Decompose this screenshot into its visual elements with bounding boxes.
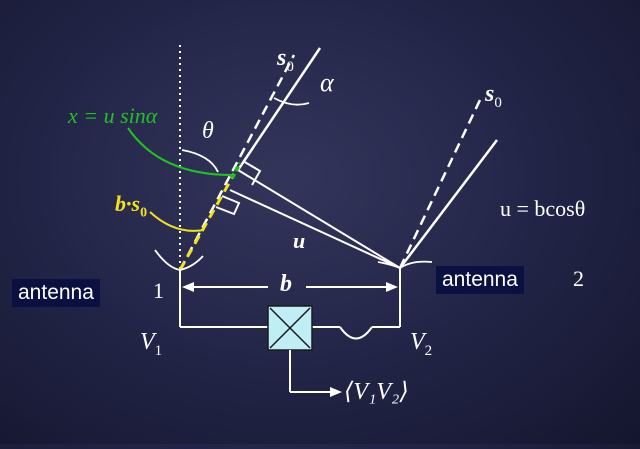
u-equation-label: u = bcosθ <box>500 196 586 221</box>
v1-label: V1 <box>140 329 163 359</box>
output-arrow <box>330 387 342 397</box>
b-dot-s0-segment <box>178 177 234 271</box>
antenna2-angle-arc <box>399 260 433 269</box>
v2-label: V2 <box>410 329 433 359</box>
s0-dashed-line-left <box>178 54 296 271</box>
antenna2-label-box: antenna <box>436 266 524 295</box>
x-segment <box>230 162 242 179</box>
antenna2-number: 2 <box>573 266 584 291</box>
baseline-b-label: b <box>280 271 292 297</box>
u-line-lower <box>229 189 401 269</box>
u-line-upper <box>237 169 401 269</box>
b-dot-s0-pointer <box>149 211 205 232</box>
antenna1-angle-arc-left <box>154 249 181 271</box>
right-angle-marker-upper <box>242 160 262 186</box>
u-label: u <box>293 228 306 253</box>
antenna2-angle-arc-left <box>377 261 401 269</box>
x-label-pointer <box>127 127 233 176</box>
theta-angle-arc <box>181 149 219 173</box>
correlator-output-label: ⟨V₁V₂⟩ <box>344 379 409 405</box>
s0-dashed-line-right <box>398 99 482 269</box>
antenna1-number: 1 <box>153 278 164 303</box>
baseline-arrow-right <box>386 282 398 292</box>
correlator-cross-b <box>269 307 311 349</box>
baseline-arrow-left <box>182 282 194 292</box>
antenna1-label-box: antenna <box>12 279 100 308</box>
right-angle-marker-lower <box>215 195 241 216</box>
ray-line-left <box>236 47 322 171</box>
x-equation-label: x = u sinα <box>68 103 158 128</box>
ray-line-right <box>399 139 498 269</box>
s0-label-right: s0 <box>485 81 502 111</box>
s0-label-left: s0 <box>277 45 294 75</box>
b-dot-s0-label: b·s0 <box>115 191 148 221</box>
alpha-label: α <box>320 68 334 97</box>
antenna1-angle-arc-right <box>179 255 204 271</box>
alpha-angle-arc <box>273 97 310 106</box>
delay-bump <box>339 326 373 340</box>
theta-label: θ <box>202 118 214 144</box>
